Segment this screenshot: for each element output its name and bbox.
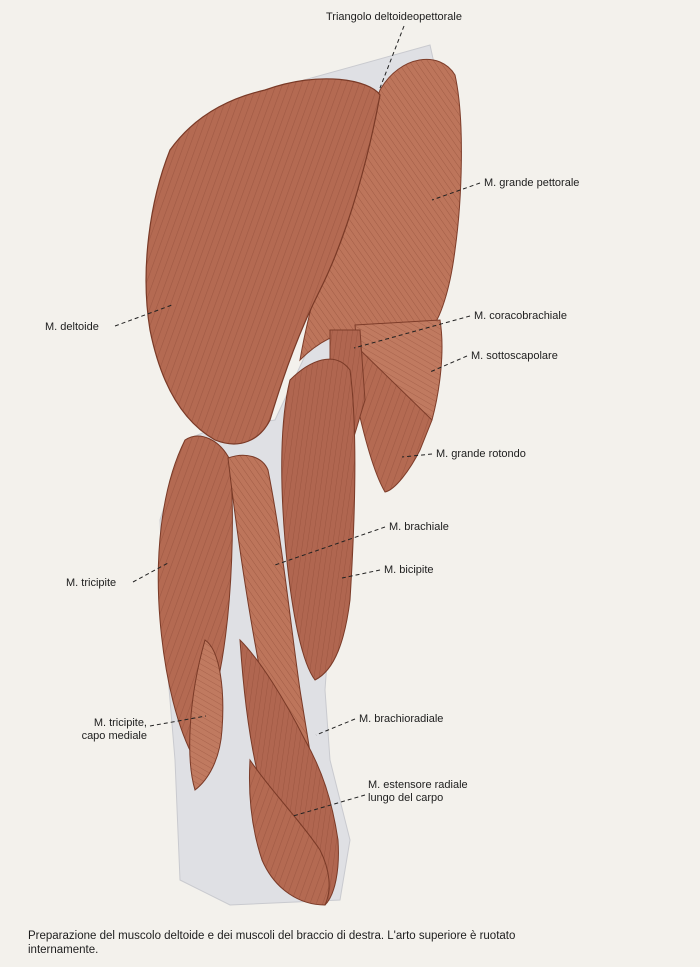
figure-caption-line2: internamente. [28,944,99,956]
figure-caption-line1: Preparazione del muscolo deltoide e dei … [28,930,516,942]
leader-tricipite-mediale [149,715,207,727]
leader-grande-rotondo [401,453,433,458]
label-tricipite-capo-mediale-line2: capo mediale [81,730,147,742]
leader-deltoide [114,304,173,327]
label-estensore-radiale-line1: M. estensore radiale [368,779,468,791]
label-estensore-radiale: M. estensore radiale lungo del carpo [368,779,468,805]
label-tricipite-capo-mediale: M. tricipite, capo mediale [60,717,147,743]
biceps-muscle [281,358,356,681]
label-coracobrachiale: M. coracobrachiale [474,310,567,322]
leader-brachiale [274,526,386,566]
extensor-carpi-radialis-longus-muscle [249,758,330,906]
label-deltoide: M. deltoide [45,321,99,333]
triceps-medial-head-muscle [189,639,224,791]
label-sottoscapolare: M. sottoscapolare [471,350,558,362]
label-tricipite-capo-mediale-line1: M. tricipite, [93,717,147,729]
deltoid-muscle [145,78,381,445]
label-bicipite: M. bicipite [384,564,434,576]
label-estensore-radiale-line2: lungo del carpo [368,792,444,804]
label-brachiale: M. brachiale [389,521,449,533]
leader-estensore [292,794,366,817]
figure-caption: Preparazione del muscolo deltoide e dei … [28,929,678,957]
leader-lines [114,25,481,817]
leader-grande-pettorale [431,182,481,201]
label-grande-pettorale: M. grande pettorale [484,177,580,189]
label-grande-rotondo: M. grande rotondo [436,448,526,460]
leader-brachioradiale [315,718,356,736]
leader-coracobrachiale [353,315,471,349]
label-triangolo-deltoideopettorale: Triangolo deltoideopettorale [326,11,462,23]
label-brachioradiale: M. brachioradiale [359,713,444,725]
label-tricipite: M. tricipite [66,577,117,589]
